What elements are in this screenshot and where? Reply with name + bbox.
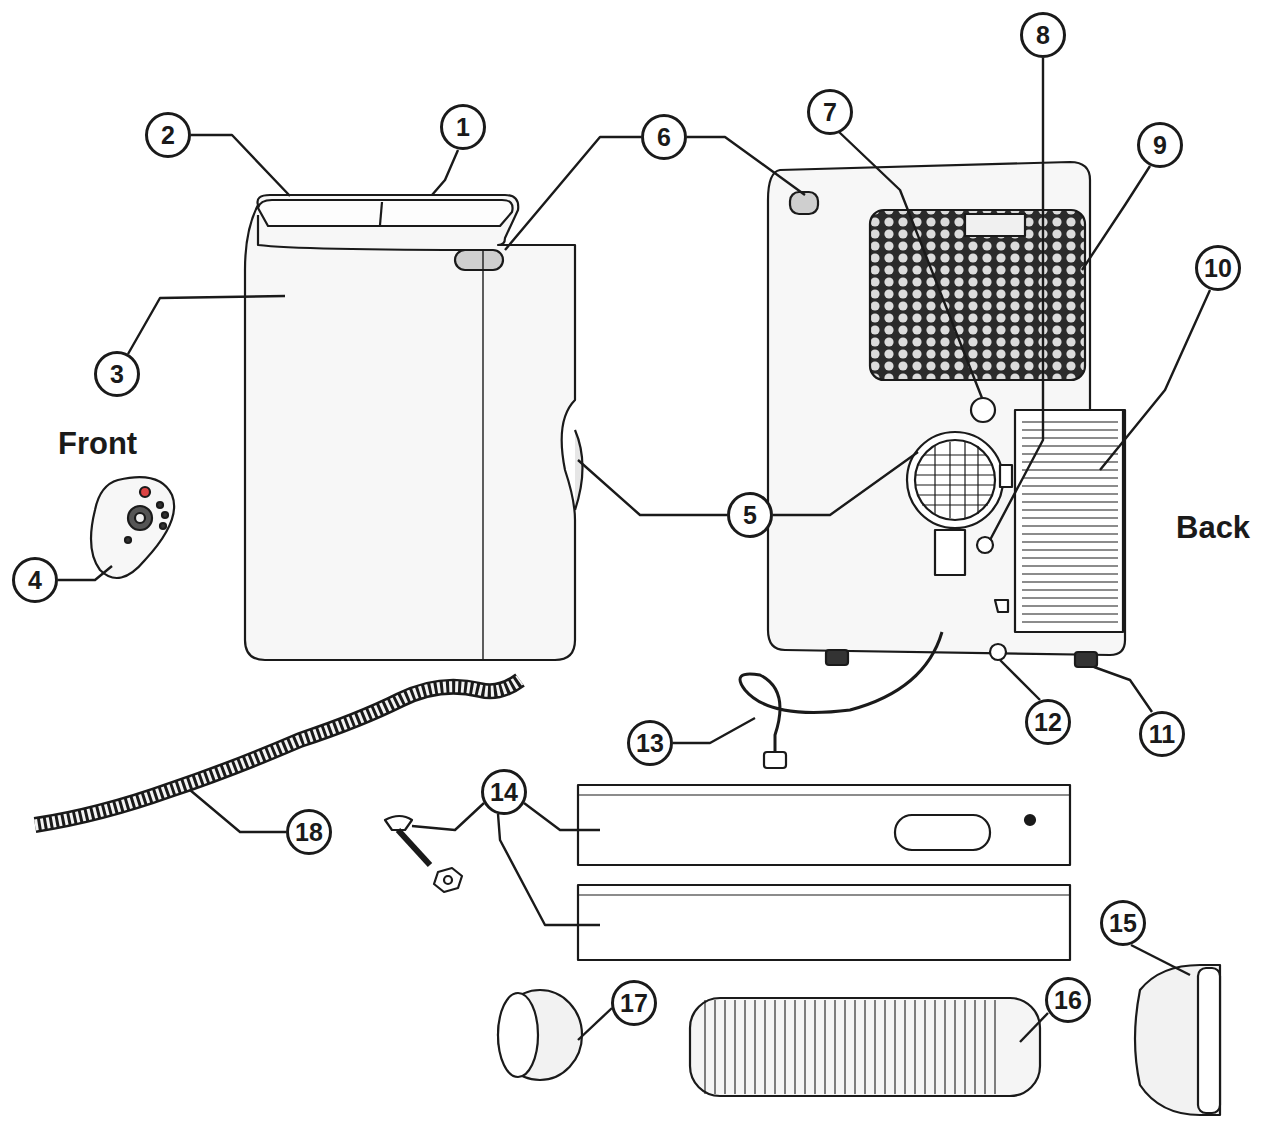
front-unit-body (245, 195, 575, 660)
callout-text: 2 (161, 123, 175, 148)
callout-text: 14 (490, 780, 518, 805)
callout-text: 11 (1149, 722, 1175, 747)
panel-slot (895, 815, 990, 850)
power-plug (764, 752, 786, 768)
callout-text: 1 (456, 115, 470, 140)
remote-power-button (140, 487, 150, 497)
remote-control (91, 477, 174, 578)
callout-number: 13 (627, 720, 673, 766)
callout-text: 16 (1054, 988, 1082, 1013)
view-label: Front (58, 426, 137, 462)
callout-number: 10 (1195, 245, 1241, 291)
back-unit-body (768, 162, 1125, 655)
hose-ribs (705, 1000, 995, 1094)
remote-dial-center (135, 513, 145, 523)
upper-air-filter-grille (870, 210, 1085, 380)
callout-number: 4 (12, 557, 58, 603)
window-adapter (1135, 965, 1220, 1115)
unit-adapter (498, 990, 582, 1080)
filter-tab (965, 214, 1025, 236)
callout-text: 6 (657, 125, 671, 150)
cord-clip (995, 600, 1008, 612)
outlet-clip (1000, 465, 1012, 487)
front-handle (455, 250, 503, 270)
exhaust-grid (916, 442, 994, 518)
callout-text: 17 (620, 991, 648, 1016)
callout-number: 15 (1100, 900, 1146, 946)
callout-text: 10 (1204, 256, 1232, 281)
drain-hose (35, 680, 520, 825)
callout-number: 6 (641, 114, 687, 160)
callout-text: 12 (1034, 710, 1062, 735)
callout-number: 9 (1137, 122, 1183, 168)
window-panel (578, 785, 1070, 865)
exhaust-hose (690, 998, 1040, 1096)
upper-drain (971, 398, 995, 422)
exhaust-outlet (907, 432, 1003, 528)
callout-text: 3 (110, 362, 124, 387)
drain-hose-ribs (35, 680, 520, 825)
callout-number: 14 (481, 769, 527, 815)
lid-split (380, 202, 382, 225)
caster-wheel (826, 650, 848, 665)
view-label: Back (1176, 510, 1250, 546)
callout-text: 8 (1036, 23, 1050, 48)
nut (434, 868, 462, 892)
callout-number: 12 (1025, 699, 1071, 745)
callout-text: 9 (1153, 133, 1167, 158)
rating-label (935, 530, 965, 575)
caster-wheel (1075, 652, 1097, 667)
top-lid (258, 200, 513, 226)
bolt-shank (398, 830, 430, 865)
callout-text: 15 (1109, 911, 1137, 936)
callout-number: 16 (1045, 977, 1091, 1023)
side-exhaust (575, 430, 583, 510)
callout-number: 11 (1139, 711, 1185, 757)
callout-number: 2 (145, 112, 191, 158)
callout-number: 8 (1020, 12, 1066, 58)
callout-number: 1 (440, 104, 486, 150)
panel-hole (1025, 815, 1035, 825)
callout-number: 7 (807, 89, 853, 135)
callout-number: 18 (286, 809, 332, 855)
callout-text: 7 (823, 100, 837, 125)
side-seam (482, 250, 483, 660)
remote-dial (128, 506, 152, 530)
callout-number: 5 (727, 492, 773, 538)
callout-text: 4 (28, 568, 42, 593)
lower-filter-frame (1015, 410, 1123, 632)
callout-text: 18 (295, 820, 323, 845)
callout-number: 17 (611, 980, 657, 1026)
window-panel (578, 885, 1070, 960)
exhaust-outlet-inner (915, 440, 995, 520)
callout-text: 13 (636, 731, 664, 756)
bolt-head (385, 816, 412, 830)
bottom-drain (990, 644, 1006, 660)
callout-number: 3 (94, 351, 140, 397)
lid-rim (258, 215, 490, 250)
leader-lines (58, 58, 1210, 1042)
power-cord (740, 632, 942, 760)
callout-text: 5 (743, 503, 757, 528)
